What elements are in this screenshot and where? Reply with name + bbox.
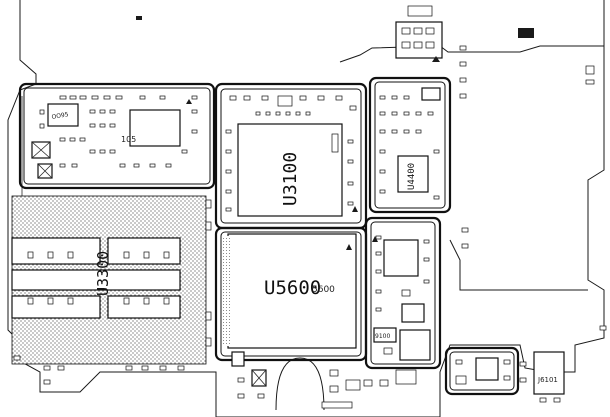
connector-top-right <box>395 21 443 59</box>
pads-right-top <box>379 95 440 200</box>
label-u5600: U5600 <box>264 277 321 299</box>
pads-right-scatter <box>136 16 607 331</box>
pads-bottom-center <box>231 351 417 409</box>
chip-bottom-right <box>475 357 499 381</box>
chip-left-upper-2 <box>107 237 181 265</box>
shield-bottom-right-inner <box>449 351 515 391</box>
shield-top-left <box>18 82 216 190</box>
label-j6101: J6101 <box>537 376 558 384</box>
shield-center-bottom-inner <box>220 231 362 357</box>
pads-right-mid <box>375 235 430 355</box>
shield-top-left-inner <box>23 87 211 185</box>
board-outline <box>7 0 605 417</box>
chip-x-mark-2 <box>37 163 53 179</box>
chip-left-lower <box>11 295 101 319</box>
label-u5600-sub: 5600 <box>312 285 335 295</box>
chip-u4400 <box>397 155 429 193</box>
board-outline-top-notch <box>339 45 604 63</box>
chip-u3100 <box>237 123 343 217</box>
chip-x-mark <box>31 141 51 159</box>
chip-right-mid-2 <box>399 329 431 361</box>
chip-0095 <box>47 103 79 127</box>
marker-triangle-top-right <box>432 56 440 62</box>
shield-bottom-right <box>444 346 520 396</box>
shield-right-mid-inner <box>370 221 436 365</box>
chip-105 <box>129 109 181 147</box>
connector-j6101 <box>533 351 565 395</box>
pads-center-top <box>225 95 357 212</box>
label-u4400: U4400 <box>407 163 417 190</box>
pads-top-left <box>39 95 198 168</box>
chip-9100 <box>373 327 397 343</box>
label-105: 105 <box>121 135 136 144</box>
label-u3300: U3300 <box>94 251 112 296</box>
chip-left-upper <box>11 237 101 265</box>
board-outline-right <box>449 239 588 291</box>
chip-right-mid-3 <box>401 303 425 323</box>
chip-right-mid <box>383 239 419 277</box>
pads-top-connector <box>401 5 435 49</box>
label-oo95: OO95 <box>51 111 69 121</box>
shield-right-top <box>368 76 452 214</box>
marker-triangle-right-mid <box>372 236 378 242</box>
marker-triangle-u5600 <box>346 244 352 250</box>
chip-left-strip <box>11 269 181 291</box>
shield-right-mid <box>364 216 442 370</box>
chip-right-top-small <box>421 87 441 101</box>
pads-left-area <box>13 199 212 385</box>
label-9100: 9100 <box>375 333 390 340</box>
shield-right-top-inner <box>374 81 446 209</box>
label-u3100: U3100 <box>280 152 301 206</box>
pads-bottom-right <box>455 359 561 403</box>
marker-triangle-center <box>352 206 358 212</box>
marker-triangle-tl <box>186 99 192 104</box>
board-outline-bottom-arc <box>275 357 325 411</box>
shield-center-inner <box>220 88 362 224</box>
chip-u5600-fill <box>222 236 230 346</box>
